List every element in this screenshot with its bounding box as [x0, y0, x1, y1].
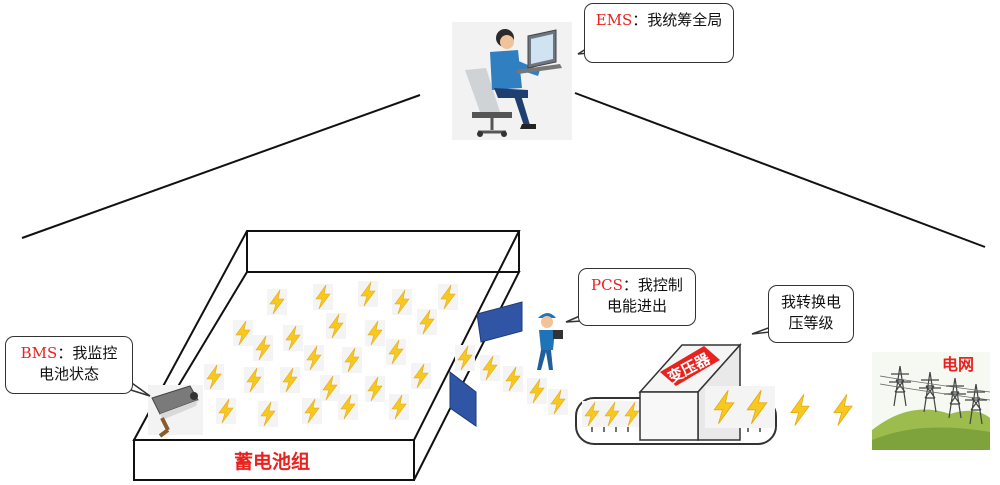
grid-label: 电网	[942, 355, 974, 374]
link-line-right	[574, 92, 986, 248]
pcs-tag: PCS	[591, 276, 623, 294]
power-tower-icon: 电网	[872, 352, 991, 450]
ems-tag: EMS	[595, 11, 633, 29]
pcs-bubble: PCS：我控制电能进出	[578, 268, 696, 326]
ems-bubble: EMS：我统筹全局	[584, 3, 734, 63]
output-bolts	[705, 386, 853, 428]
bms-bubble: BMS：我监控电池状态	[5, 336, 133, 394]
pcs-sep: ：	[622, 276, 638, 294]
bms-tag: BMS	[20, 344, 58, 362]
transformer-bubble-text: 我转换电压等级	[780, 293, 841, 332]
pcs-text: 我控制电能进出	[606, 276, 683, 315]
worker-tablet-icon	[537, 313, 563, 370]
person-at-computer-icon	[452, 22, 572, 140]
security-camera-icon	[148, 385, 203, 438]
bms-text: 我监控电池状态	[38, 344, 118, 383]
pcs-panel-top	[476, 301, 523, 343]
pcs-panel-bottom	[449, 370, 477, 427]
bms-sep: ：	[57, 344, 73, 362]
battery-label: 蓄电池组	[234, 450, 310, 473]
link-line-left	[21, 94, 421, 239]
ems-sep: ：	[632, 11, 648, 29]
transformer-bubble: 我转换电压等级	[768, 285, 854, 343]
ems-text: 我统筹全局	[647, 11, 723, 29]
